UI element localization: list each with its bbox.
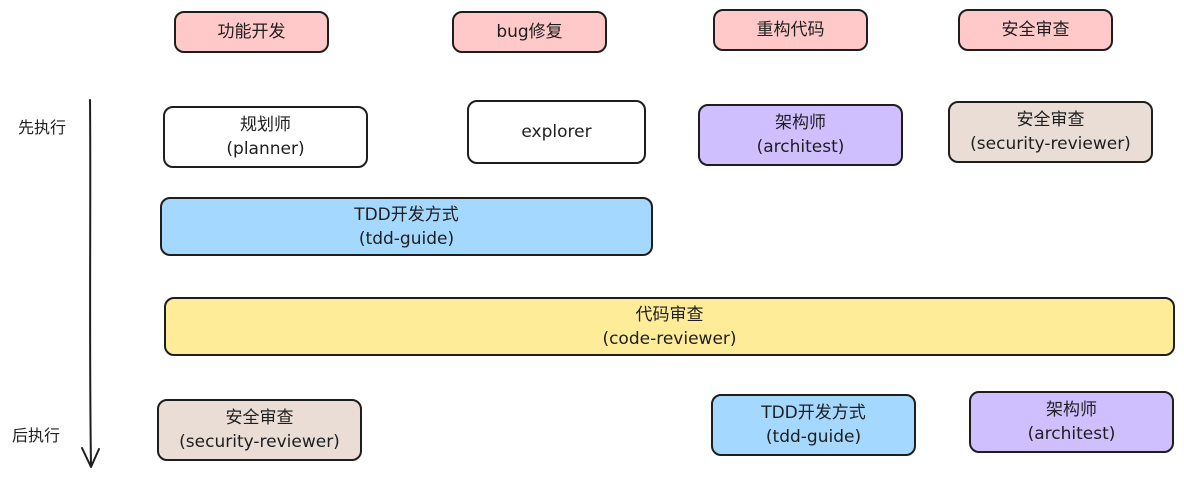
tdd-guide-box-wide: TDD开发方式 (tdd-guide) — [160, 197, 653, 256]
tdd-guide-box-bottom: TDD开发方式 (tdd-guide) — [711, 394, 916, 456]
tdd-guide-title: TDD开发方式 — [354, 204, 459, 225]
architect-subtitle: (architest) — [756, 137, 845, 157]
architect-box-top: 架构师 (architest) — [698, 104, 903, 166]
security-reviewer-subtitle: (security-reviewer) — [179, 432, 340, 452]
tdd-guide-title: TDD开发方式 — [761, 403, 866, 423]
planner-title: 规划师 — [240, 115, 291, 135]
explorer-box: explorer — [467, 100, 646, 164]
category-label: 重构代码 — [756, 20, 825, 40]
security-reviewer-box-top: 安全审查 (security-reviewer) — [948, 101, 1153, 163]
planner-box: 规划师 (planner) — [163, 106, 368, 168]
tdd-guide-subtitle: (tdd-guide) — [765, 427, 862, 447]
category-feature-dev: 功能开发 — [174, 11, 329, 53]
security-reviewer-subtitle: (security-reviewer) — [970, 134, 1131, 154]
architect-title: 架构师 — [775, 113, 826, 133]
explorer-title: explorer — [521, 122, 592, 142]
category-bug-fix: bug修复 — [452, 11, 607, 53]
category-label: 安全审查 — [1001, 20, 1070, 40]
category-refactor: 重构代码 — [713, 9, 868, 51]
architect-box-bottom: 架构师 (architest) — [969, 391, 1174, 453]
code-reviewer-title: 代码审查 — [635, 304, 704, 325]
axis-bottom-label: 后执行 — [12, 426, 61, 445]
category-label: 功能开发 — [217, 22, 286, 42]
axis-top-label: 先执行 — [18, 118, 67, 137]
category-security-review: 安全审查 — [958, 9, 1113, 51]
category-label: bug修复 — [496, 22, 563, 42]
planner-subtitle: (planner) — [226, 139, 305, 159]
code-reviewer-subtitle: (code-reviewer) — [602, 328, 737, 349]
security-reviewer-title: 安全审查 — [1016, 110, 1085, 130]
architect-title: 架构师 — [1046, 400, 1097, 420]
security-reviewer-title: 安全审查 — [225, 408, 294, 428]
security-reviewer-box-bottom: 安全审查 (security-reviewer) — [157, 399, 362, 461]
architect-subtitle: (architest) — [1027, 424, 1116, 444]
tdd-guide-subtitle: (tdd-guide) — [358, 228, 455, 249]
code-reviewer-box: 代码审查 (code-reviewer) — [164, 297, 1175, 356]
